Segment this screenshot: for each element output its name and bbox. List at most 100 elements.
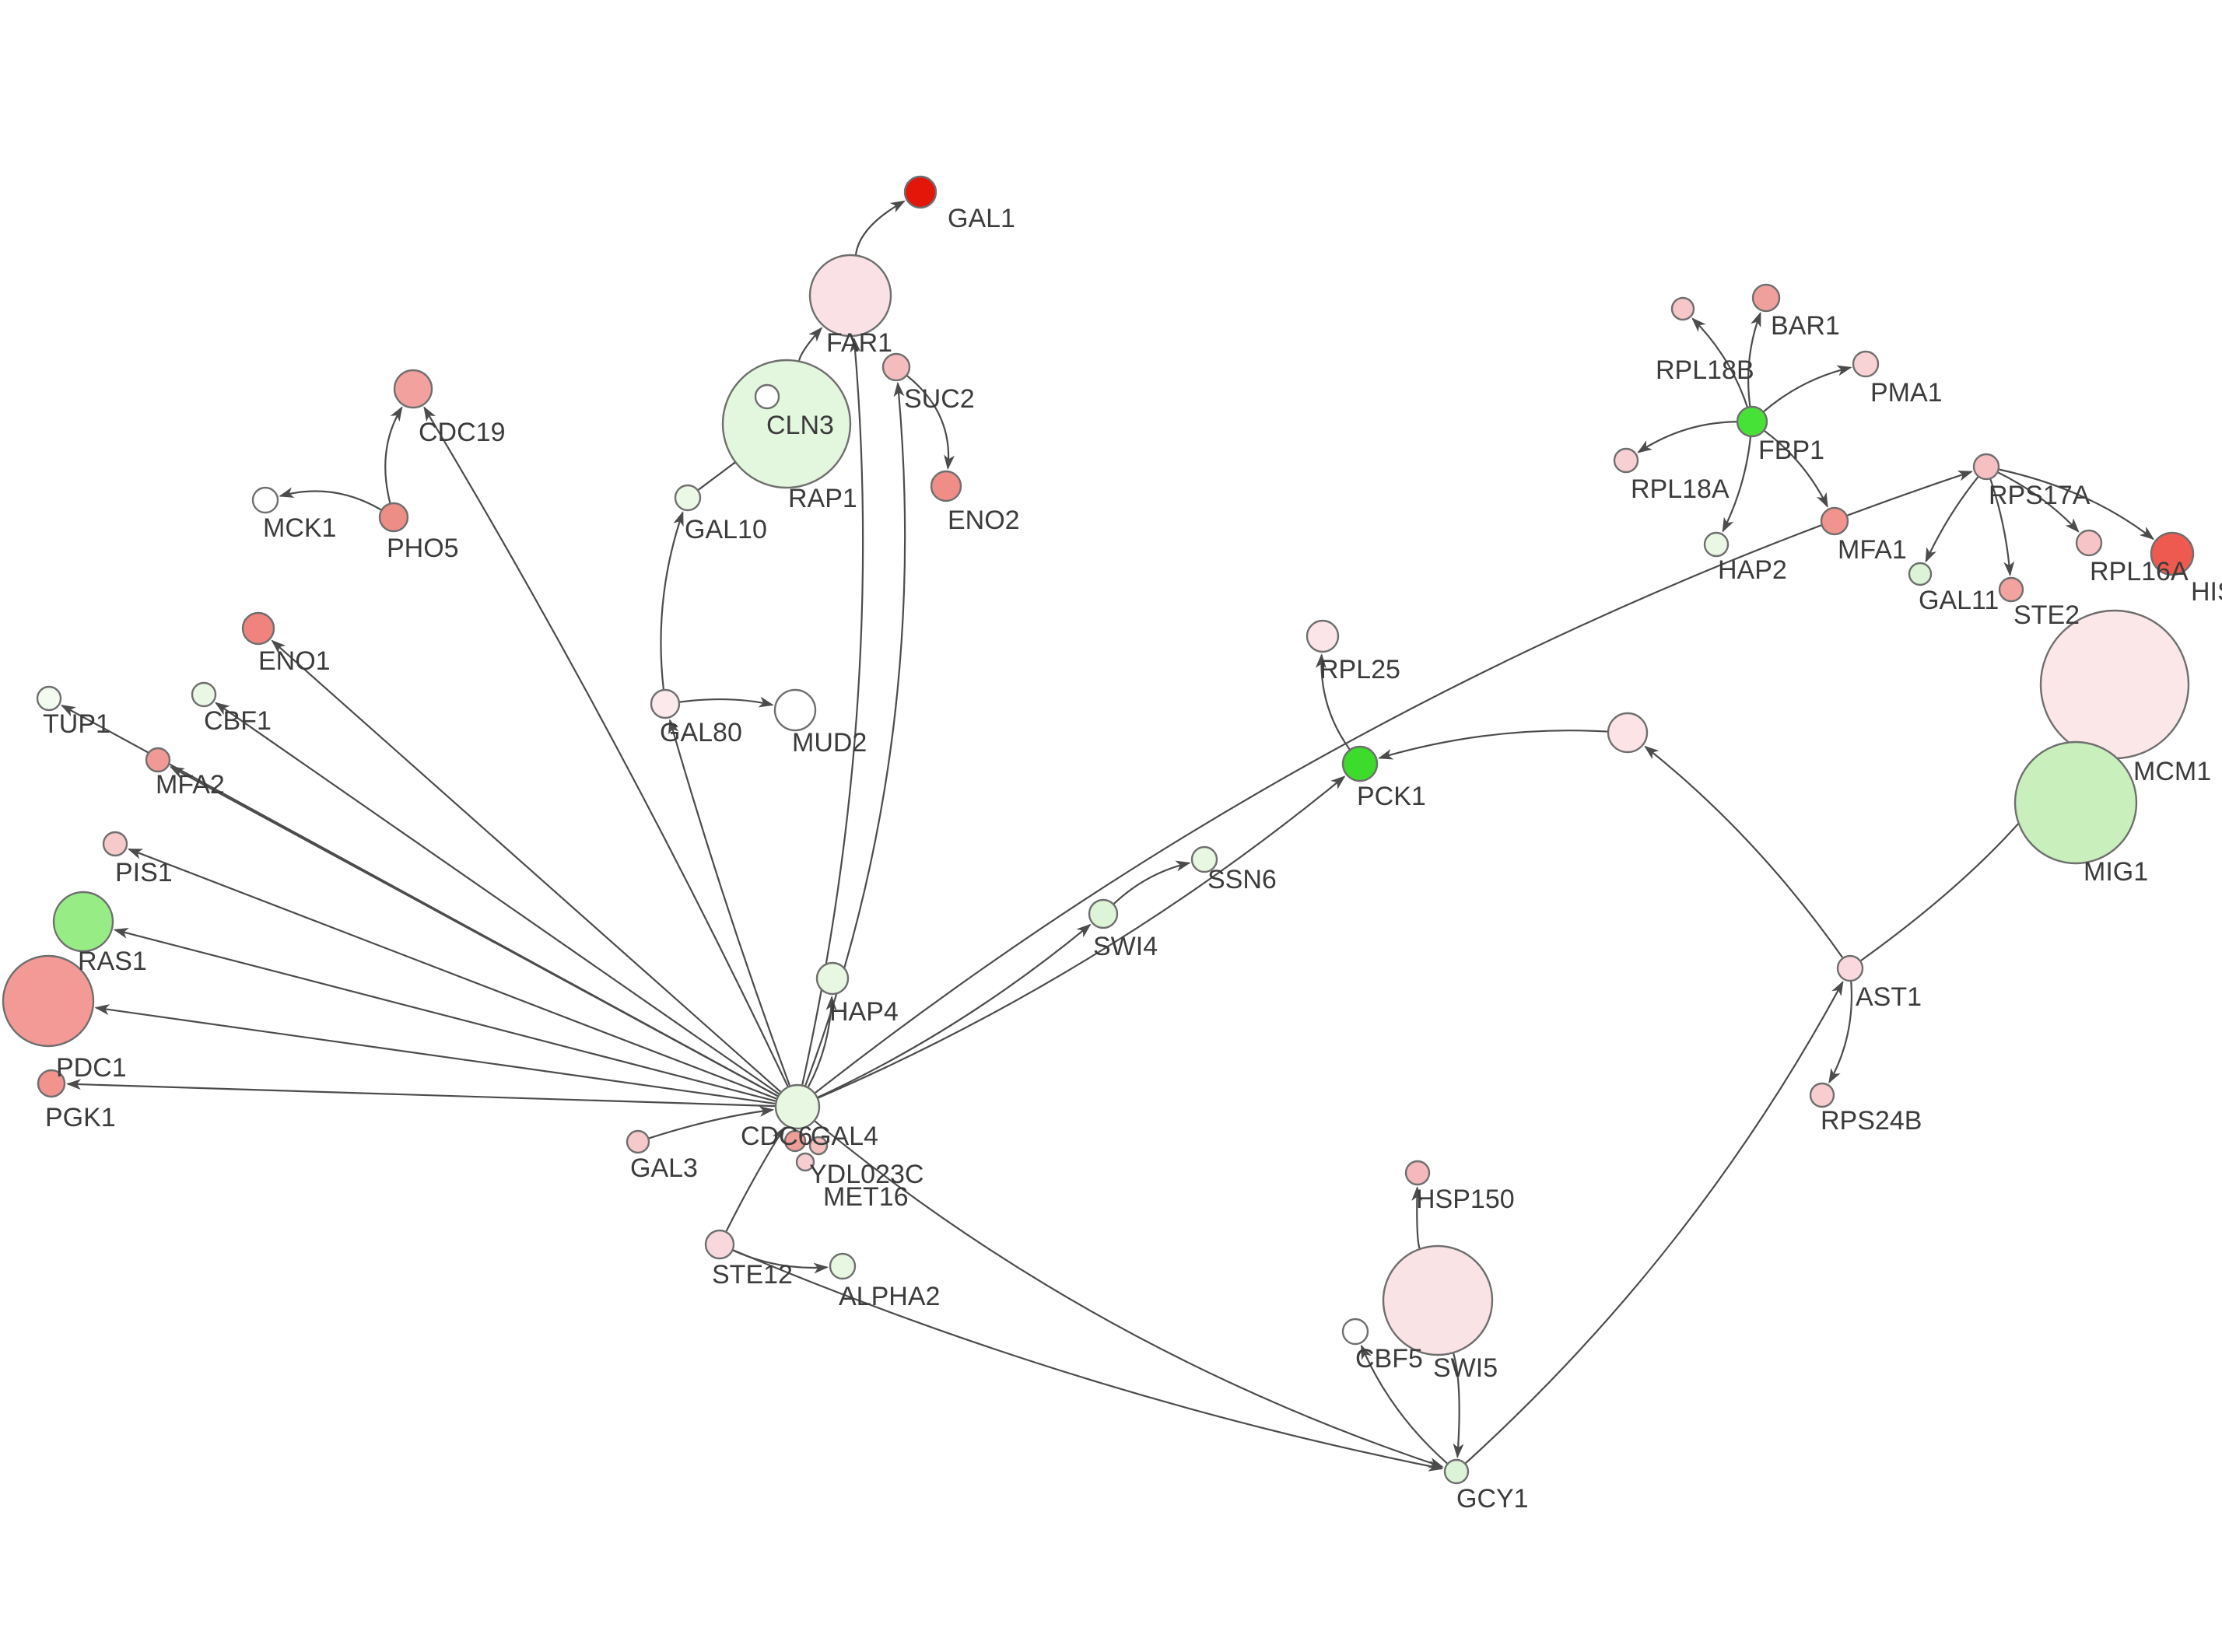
edge-GAL80-GAL10[interactable]	[660, 511, 684, 690]
node-MFA2[interactable]	[145, 747, 171, 773]
edge-FBP1-BAR1[interactable]	[1747, 311, 1761, 407]
node-YDL023C[interactable]	[808, 1136, 829, 1156]
node-TUP1[interactable]	[36, 685, 62, 712]
node-GAL4[interactable]	[774, 1083, 821, 1130]
edge-PHO5-MCK1[interactable]	[279, 487, 382, 511]
node-GAL3[interactable]	[626, 1129, 650, 1154]
edge-PHO5-CDC19[interactable]	[384, 406, 403, 503]
edge-GAL4-HAP4[interactable]	[807, 995, 837, 1088]
edge-GAL4-PDC1[interactable]	[94, 1004, 776, 1105]
node-SUC2[interactable]	[881, 352, 911, 382]
edge-RPS17A-RPL16A[interactable]	[1997, 471, 2080, 533]
node-PDC1[interactable]	[2, 954, 95, 1048]
node-RPL18B[interactable]	[1670, 296, 1695, 321]
edge-AST1-UN1[interactable]	[1644, 745, 1844, 958]
edge-FBP1-HAP2[interactable]	[1722, 436, 1752, 533]
node-MIG1[interactable]	[2013, 740, 2138, 865]
edge-SWI5-HSP150[interactable]	[1411, 1186, 1423, 1249]
node-HIS4[interactable]	[2150, 531, 2195, 576]
edge-FBP1-RPL18A[interactable]	[1637, 421, 1737, 453]
node-GCY1[interactable]	[1443, 1458, 1470, 1485]
node-label-GAL3: GAL3	[630, 1153, 698, 1183]
node-ALPHA2[interactable]	[829, 1252, 857, 1280]
node-CBF1[interactable]	[191, 681, 217, 708]
node-PHO5[interactable]	[378, 502, 409, 533]
edge-GAL4-PIS1[interactable]	[127, 848, 777, 1100]
node-RPL18A[interactable]	[1613, 447, 1639, 474]
node-CBF5[interactable]	[1341, 1318, 1369, 1346]
node-HAP4[interactable]	[815, 961, 850, 996]
edge-GAL4-MFA2[interactable]	[169, 766, 779, 1097]
node-UN1[interactable]	[1607, 712, 1649, 754]
node-MCM1[interactable]	[2039, 609, 2190, 760]
node-SWI5[interactable]	[1382, 1244, 1494, 1356]
edge-GAL4-PCK1[interactable]	[818, 775, 1346, 1099]
edge-SWI4-SSN6[interactable]	[1113, 860, 1191, 905]
edge-CLN3-FAR1[interactable]	[798, 327, 823, 361]
edge-PCK1-RPL25[interactable]	[1315, 653, 1351, 750]
node-PGK1[interactable]	[37, 1069, 66, 1098]
node-STE12[interactable]	[704, 1229, 735, 1260]
node-PIS1[interactable]	[102, 831, 128, 857]
node-FAR1[interactable]	[808, 254, 892, 338]
node-GAL11[interactable]	[1908, 562, 1933, 586]
node-label-PHO5: PHO5	[387, 534, 459, 563]
edge-GAL4-SWI4[interactable]	[817, 923, 1092, 1098]
edge-RPS17A-HIS4[interactable]	[1999, 468, 2155, 541]
node-HSP150[interactable]	[1404, 1160, 1431, 1186]
node-RAP1[interactable]	[754, 383, 780, 410]
node-FBP1[interactable]	[1736, 405, 1768, 438]
node-MUD2[interactable]	[773, 688, 817, 732]
node-PCK1[interactable]	[1341, 745, 1379, 782]
edge-RPS17A-STE2[interactable]	[1989, 478, 2015, 577]
node-AST1[interactable]	[1836, 954, 1864, 982]
edge-SUC2-ENO2[interactable]	[906, 375, 955, 471]
node-SWI4[interactable]	[1088, 898, 1119, 929]
edge-GAL10-CLN3[interactable]	[697, 451, 747, 491]
edge-RPS17A-GAL11[interactable]	[1925, 476, 1979, 563]
edge-GAL4-PGK1[interactable]	[65, 1079, 776, 1108]
node-GAL1[interactable]	[903, 175, 938, 209]
node-BAR1[interactable]	[1751, 283, 1781, 313]
edge-GAL4-CDC19[interactable]	[423, 406, 789, 1087]
edge-GCY1-AST1[interactable]	[1465, 980, 1844, 1465]
edge-STE12-GAL4[interactable]	[725, 1126, 785, 1232]
node-CDC6[interactable]	[783, 1129, 807, 1153]
edge-FAR1-GAL1[interactable]	[854, 200, 906, 255]
edge-GAL4-RAS1[interactable]	[113, 928, 776, 1102]
node-GAL10[interactable]	[674, 484, 702, 512]
node-RAS1[interactable]	[52, 891, 114, 953]
node-HAP2[interactable]	[1703, 531, 1730, 558]
edge-FBP1-MFA1[interactable]	[1764, 430, 1828, 508]
edge-GCY1-CBF5[interactable]	[1360, 1344, 1448, 1465]
node-PMA1[interactable]	[1852, 350, 1880, 378]
edge-GAL4-RPS17A[interactable]	[815, 471, 1973, 1094]
edge-SWI5-GCY1[interactable]	[1453, 1353, 1464, 1459]
node-RPS17A[interactable]	[1972, 453, 2000, 481]
node-STE2[interactable]	[1998, 576, 2024, 603]
node-RPL16A[interactable]	[2075, 529, 2103, 557]
edge-GAL80-MUD2[interactable]	[679, 696, 774, 708]
node-RPL25[interactable]	[1306, 619, 1340, 653]
edge-GAL4-GAL80[interactable]	[668, 719, 790, 1087]
edge-AST1-RPS24B[interactable]	[1828, 981, 1853, 1084]
node-RPS24B[interactable]	[1809, 1082, 1835, 1108]
node-GAL80[interactable]	[650, 688, 681, 719]
node-SSN6[interactable]	[1190, 845, 1218, 873]
edge-GAL3-GAL4[interactable]	[648, 1105, 775, 1139]
node-MET16[interactable]	[795, 1152, 815, 1172]
node-CLN3[interactable]	[721, 359, 852, 489]
edge-STE12-GCY1[interactable]	[733, 1249, 1444, 1472]
edge-UN1-PCK1[interactable]	[1378, 730, 1608, 760]
node-CDC19[interactable]	[393, 369, 433, 409]
edge-GAL4-GCY1[interactable]	[814, 1120, 1444, 1468]
edge-GAL4-CBF1[interactable]	[214, 702, 780, 1095]
node-ENO2[interactable]	[930, 470, 962, 502]
edge-FBP1-RPL18B[interactable]	[1691, 317, 1748, 408]
node-ENO1[interactable]	[241, 611, 275, 646]
edge-GAL4-ENO1[interactable]	[271, 639, 782, 1093]
node-MCK1[interactable]	[251, 486, 279, 514]
edge-FBP1-PMA1[interactable]	[1763, 365, 1852, 412]
node-MFA1[interactable]	[1820, 506, 1849, 536]
